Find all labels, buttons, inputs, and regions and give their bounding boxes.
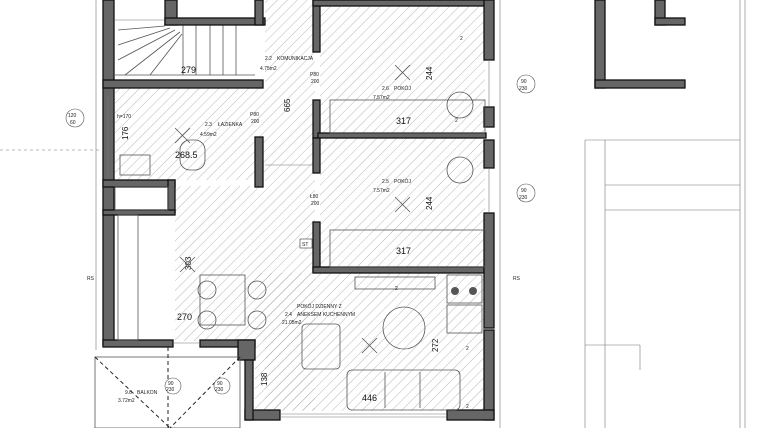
svg-text:2: 2 (455, 118, 458, 124)
svg-text:2.5: 2.5 (382, 179, 389, 185)
staircase (115, 25, 255, 76)
room-balkon: 9.8 BALKON 3.72m2 (118, 390, 158, 404)
svg-text:4.59m2: 4.59m2 (200, 132, 217, 138)
svg-text:3.72m2: 3.72m2 (118, 398, 135, 404)
svg-text:120: 120 (68, 113, 77, 119)
svg-text:RS: RS (513, 276, 521, 282)
svg-text:200: 200 (251, 119, 260, 125)
door-tags: P80 200 P80 200 Ł80 200 120 60 90 230 90… (65, 72, 536, 395)
svg-text:176: 176 (121, 126, 130, 140)
svg-text:POKÓJ: POKÓJ (394, 85, 411, 92)
svg-text:230: 230 (215, 387, 224, 393)
svg-text:Ł80: Ł80 (310, 194, 319, 200)
svg-text:POKÓJ DZIENNY Z: POKÓJ DZIENNY Z (297, 303, 342, 310)
svg-text:KOMUNIKACJA: KOMUNIKACJA (277, 56, 314, 62)
svg-text:230: 230 (166, 387, 175, 393)
svg-text:POKÓJ: POKÓJ (394, 178, 411, 185)
markers: ST RS RS 2 2 2 2 2 (87, 36, 521, 410)
svg-text:230: 230 (519, 86, 528, 92)
svg-text:ŁAZIENKA: ŁAZIENKA (218, 122, 243, 128)
svg-text:7.57m2: 7.57m2 (373, 188, 390, 194)
svg-text:2.6: 2.6 (382, 86, 389, 92)
svg-text:4.75m2: 4.75m2 (260, 66, 277, 72)
svg-text:317: 317 (396, 116, 411, 126)
svg-text:244: 244 (425, 196, 434, 210)
svg-text:90: 90 (521, 79, 527, 85)
room-pokoj-25: 2.5 POKÓJ 7.57m2 (373, 178, 411, 194)
svg-text:665: 665 (283, 98, 292, 112)
svg-text:279: 279 (181, 65, 196, 75)
svg-text:2.4: 2.4 (285, 312, 292, 318)
svg-text:138: 138 (260, 372, 269, 386)
room-living-kitchen: POKÓJ DZIENNY Z 2.4 ANEKSEM KUCHENNYM 21… (282, 303, 355, 326)
svg-text:244: 244 (425, 66, 434, 80)
svg-text:9.8: 9.8 (125, 390, 132, 396)
room-pokoj-26: 2.6 POKÓJ 7.57m2 (373, 85, 411, 101)
svg-text:7.57m2: 7.57m2 (373, 95, 390, 101)
svg-text:2: 2 (466, 346, 469, 352)
svg-text:2: 2 (395, 286, 398, 292)
svg-text:90: 90 (521, 188, 527, 194)
svg-text:h=170: h=170 (117, 114, 131, 120)
svg-text:60: 60 (70, 120, 76, 126)
room-komunikacja: 2.2 KOMUNIKACJA 4.75m2 (260, 56, 314, 72)
svg-text:230: 230 (519, 195, 528, 201)
svg-text:90: 90 (217, 381, 223, 387)
svg-text:268.5: 268.5 (175, 150, 198, 160)
balcony (94, 347, 241, 428)
svg-text:ST: ST (302, 242, 308, 248)
svg-text:P80: P80 (310, 72, 319, 78)
svg-text:2.3: 2.3 (205, 122, 212, 128)
svg-text:ANEKSEM KUCHENNYM: ANEKSEM KUCHENNYM (297, 312, 355, 318)
furniture (114, 91, 486, 411)
svg-text:BALKON: BALKON (137, 390, 158, 396)
svg-text:270: 270 (177, 312, 192, 322)
svg-text:2: 2 (466, 404, 469, 410)
svg-text:200: 200 (311, 201, 320, 207)
svg-text:2: 2 (460, 36, 463, 42)
svg-text:446: 446 (362, 393, 377, 403)
svg-text:200: 200 (311, 79, 320, 85)
svg-text:2.2: 2.2 (265, 56, 272, 62)
svg-text:RS: RS (87, 276, 95, 282)
svg-text:21.05m2: 21.05m2 (282, 320, 302, 326)
windows (107, 60, 490, 418)
svg-text:272: 272 (431, 338, 440, 352)
svg-text:P80: P80 (250, 112, 259, 118)
svg-text:90: 90 (168, 381, 174, 387)
floor-hatching (115, 0, 485, 411)
room-lazienka: 2.3 ŁAZIENKA 4.59m2 (200, 122, 243, 138)
svg-text:317: 317 (396, 246, 411, 256)
